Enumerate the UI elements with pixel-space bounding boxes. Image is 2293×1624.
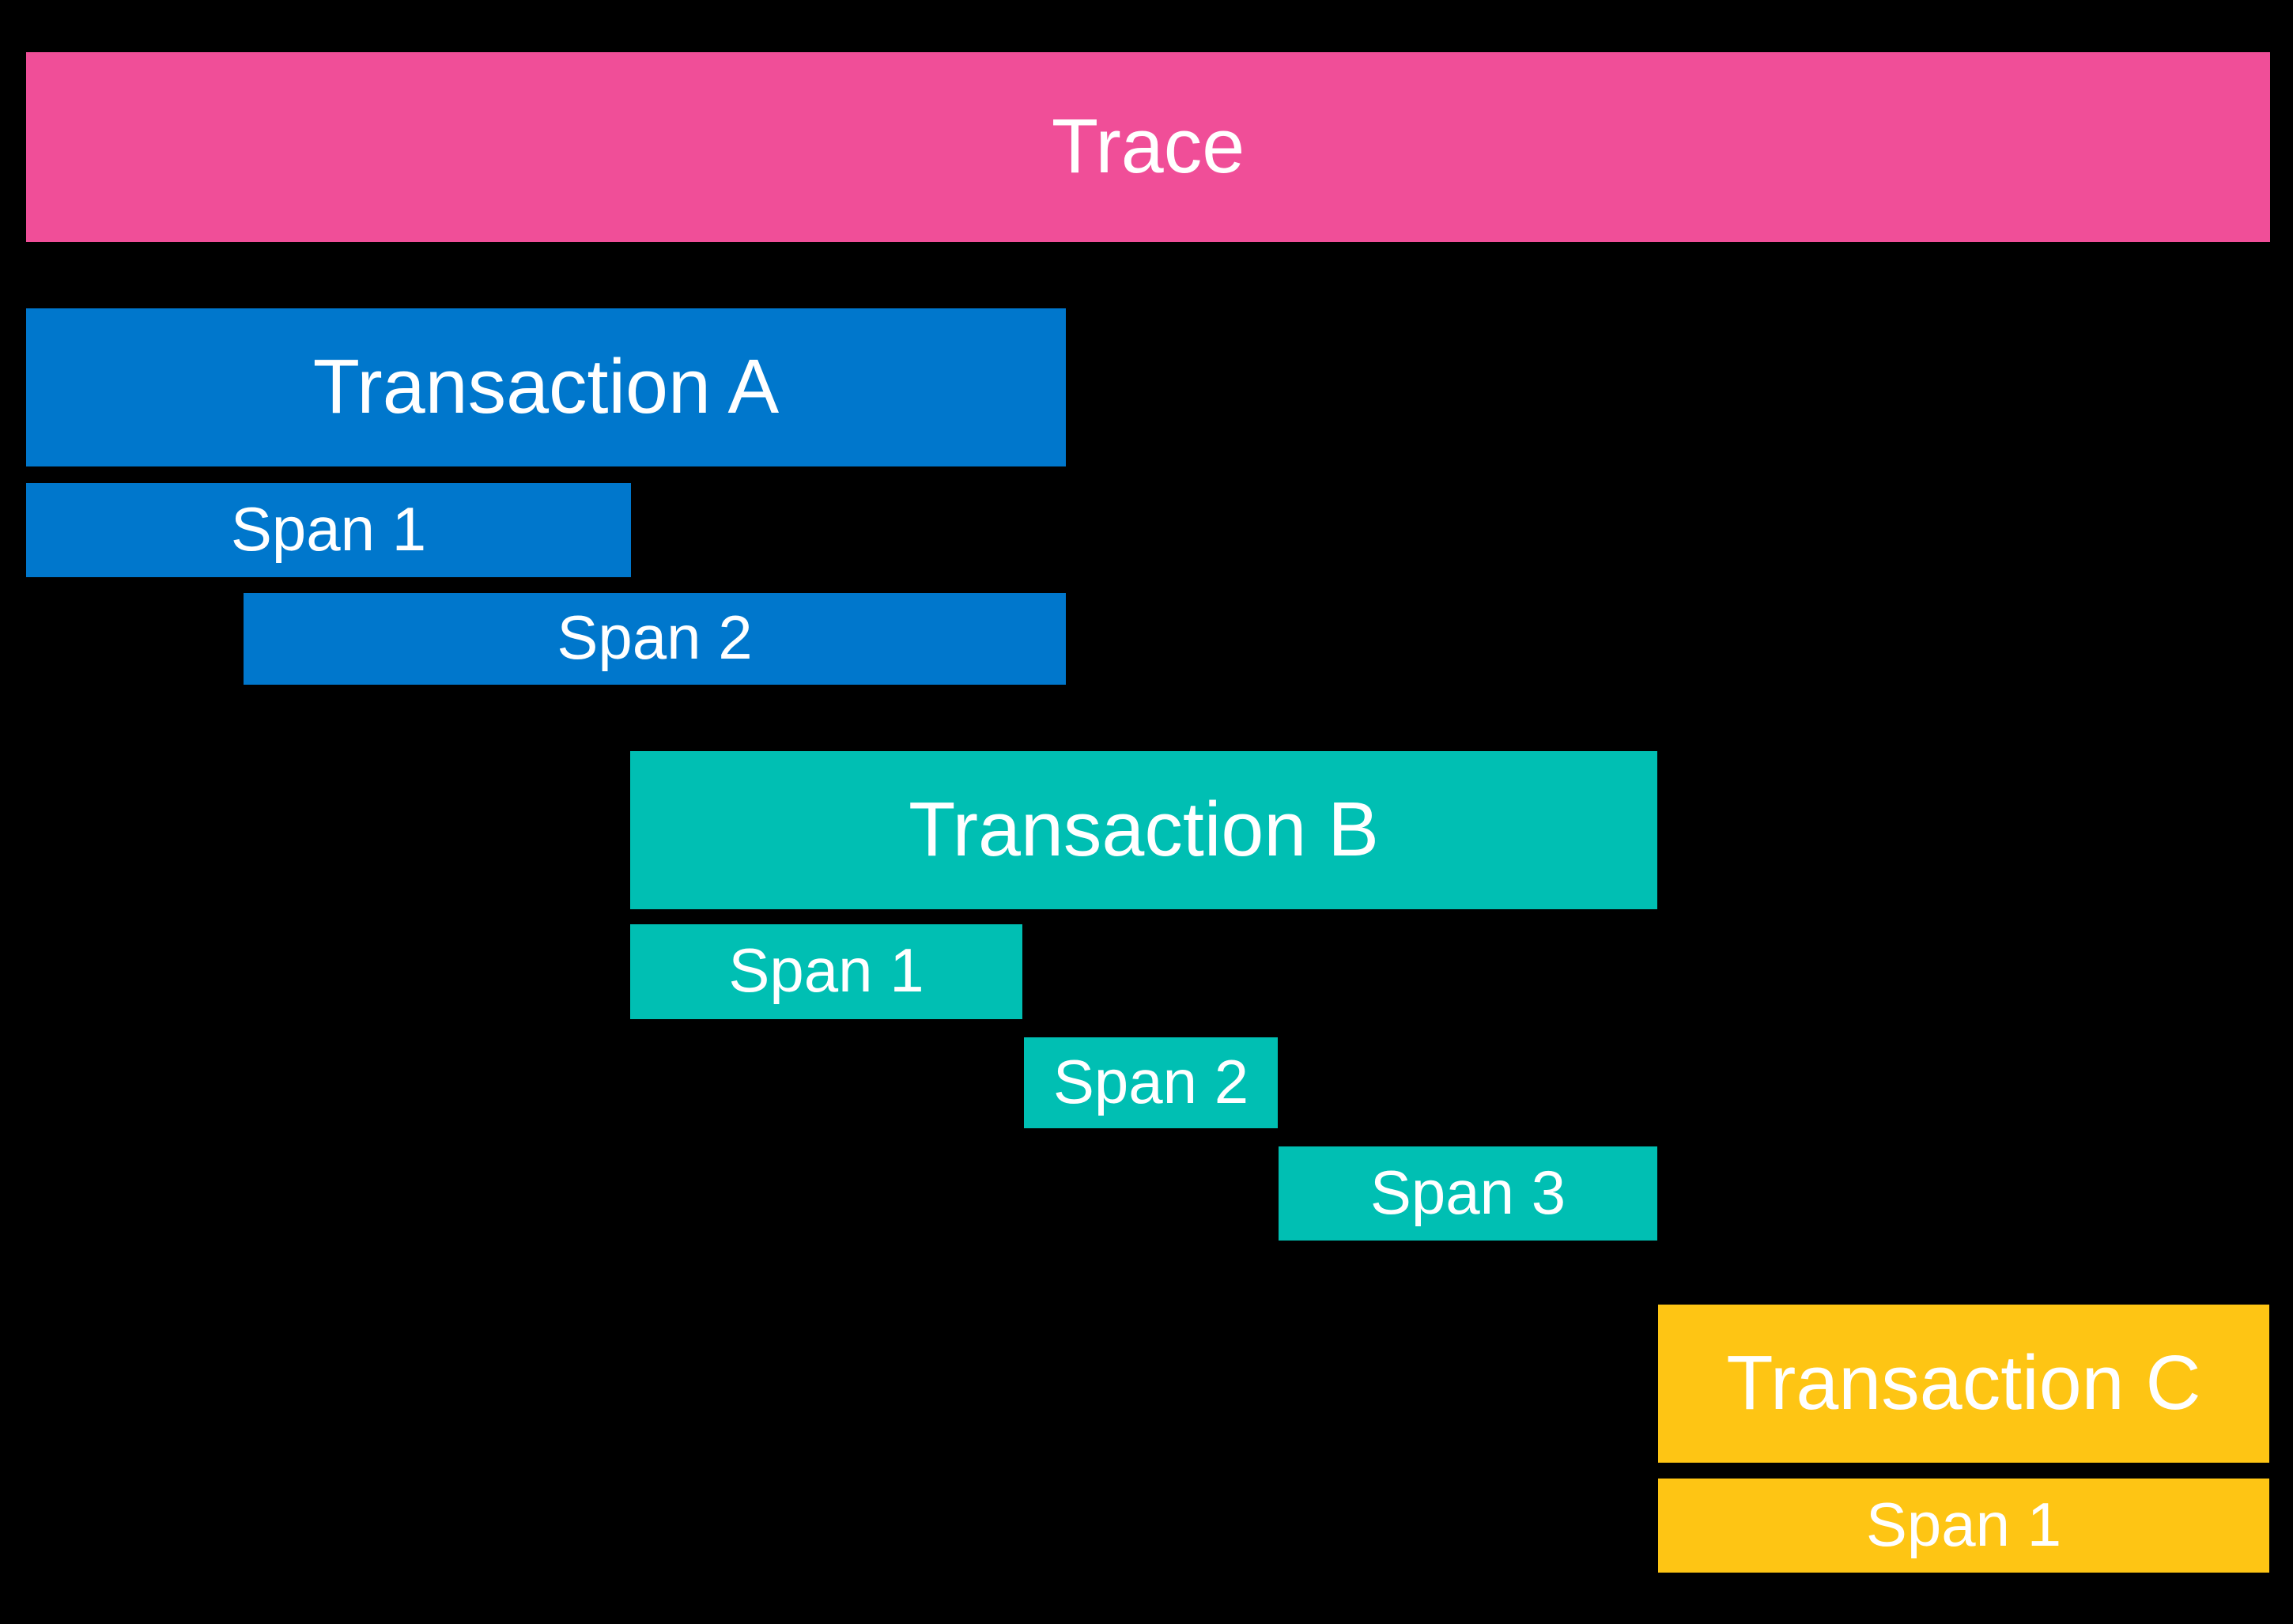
- transaction-b-span-2-bar: Span 2: [1024, 1037, 1278, 1128]
- transaction-b-span-1-bar: Span 1: [630, 924, 1022, 1019]
- trace-bar: Trace: [26, 52, 2270, 242]
- transaction-b-span-2-label: Span 2: [1052, 1046, 1249, 1116]
- transaction-c-span-1-bar: Span 1: [1658, 1479, 2269, 1573]
- transaction-a-label: Transaction A: [312, 342, 780, 429]
- transaction-a-bar: Transaction A: [26, 308, 1066, 466]
- transaction-b-bar: Transaction B: [630, 751, 1657, 909]
- transaction-c-span-1-label: Span 1: [1865, 1489, 2062, 1559]
- transaction-b-label: Transaction B: [909, 785, 1379, 872]
- transaction-a-span-1-label: Span 1: [230, 493, 427, 564]
- transaction-c-bar: Transaction C: [1658, 1305, 2269, 1463]
- transaction-a-span-2-bar: Span 2: [244, 593, 1066, 685]
- transaction-b-span-3-label: Span 3: [1369, 1157, 1566, 1227]
- transaction-a-span-2-label: Span 2: [557, 602, 753, 672]
- transaction-b-span-1-label: Span 1: [728, 935, 924, 1005]
- transaction-b-span-3-bar: Span 3: [1279, 1146, 1657, 1241]
- trace-label: Trace: [1051, 102, 1245, 189]
- transaction-a-span-1-bar: Span 1: [26, 483, 631, 577]
- transaction-c-label: Transaction C: [1726, 1339, 2201, 1426]
